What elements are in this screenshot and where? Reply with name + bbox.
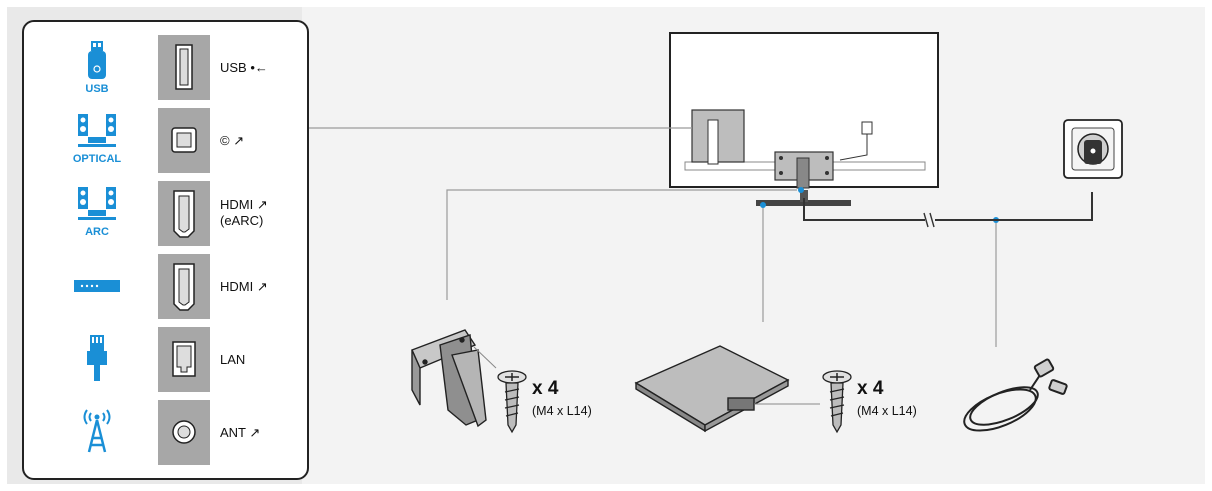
usb-port-icon <box>175 44 193 90</box>
port-cell <box>158 254 210 319</box>
lan-plug-icon <box>87 335 107 381</box>
port-label-cell: LAN <box>210 327 294 392</box>
port-row-optical: OPTICAL © ↗ <box>36 108 294 173</box>
port-label-cell: ANT ↗ <box>210 400 294 465</box>
hdmi-port-icon <box>173 190 195 238</box>
port-cell <box>158 327 210 392</box>
optical-port-icon <box>171 127 197 153</box>
port-label: © ↗ <box>220 133 245 148</box>
device-label: ARC <box>85 226 109 238</box>
stand-base-screw-quantity: x 4 <box>857 378 884 399</box>
leader-lines <box>309 127 997 347</box>
port-label-line1: HDMI ↗ <box>220 197 268 212</box>
tv-back-illustration <box>669 32 939 206</box>
port-label: ANT ↗ <box>220 425 261 440</box>
port-row-arc: ARC HDMI ↗ (eARC) <box>36 181 294 246</box>
wall-outlet-illustration <box>1063 119 1123 179</box>
usb-stick-icon <box>88 41 106 79</box>
port-label-cell: USB •← <box>210 35 294 100</box>
port-cell <box>158 108 210 173</box>
device-cell: USB <box>36 35 158 100</box>
screw-illustration-1 <box>497 370 527 434</box>
device-cell: OPTICAL <box>36 108 158 173</box>
port-label-line2: (eARC) <box>220 213 264 228</box>
device-cell <box>36 327 158 392</box>
antenna-port-icon <box>172 420 196 444</box>
speakers-icon <box>78 114 116 147</box>
port-row-hdmi: HDMI ↗ <box>36 254 294 319</box>
media-box-icon <box>74 280 120 292</box>
stand-neck-screw-spec: (M4 x L14) <box>532 404 592 418</box>
stand-neck-illustration <box>411 329 497 428</box>
hdmi-port-icon <box>173 263 195 311</box>
device-cell: ARC <box>36 181 158 246</box>
stand-base-illustration <box>634 345 820 433</box>
port-row-lan: LAN <box>36 327 294 392</box>
port-label-cell: HDMI ↗ <box>210 254 294 319</box>
device-cell <box>36 254 158 319</box>
power-cable <box>803 192 1093 228</box>
device-label: USB <box>85 83 109 95</box>
lan-port-icon <box>172 341 196 377</box>
power-cord-illustration <box>963 358 1068 432</box>
port-row-antenna: ANT ↗ <box>36 400 294 465</box>
screw-illustration-2 <box>822 370 852 434</box>
port-label: USB •← <box>220 60 268 75</box>
speakers-icon <box>78 187 116 220</box>
port-label: HDMI ↗ <box>220 279 268 294</box>
port-cell <box>158 400 210 465</box>
stand-base-screw-spec: (M4 x L14) <box>857 404 917 418</box>
device-label: OPTICAL <box>72 153 122 165</box>
port-label-cell: © ↗ <box>210 108 294 173</box>
port-row-usb: USB USB •← <box>36 35 294 100</box>
antenna-tower-icon <box>83 409 111 453</box>
port-label-cell: HDMI ↗ (eARC) <box>210 181 294 246</box>
port-cell <box>158 35 210 100</box>
connection-panel: USB USB •← <box>22 20 309 480</box>
port-label: LAN <box>220 352 246 367</box>
port-cell <box>158 181 210 246</box>
stand-neck-screw-quantity: x 4 <box>532 378 559 399</box>
device-cell <box>36 400 158 465</box>
